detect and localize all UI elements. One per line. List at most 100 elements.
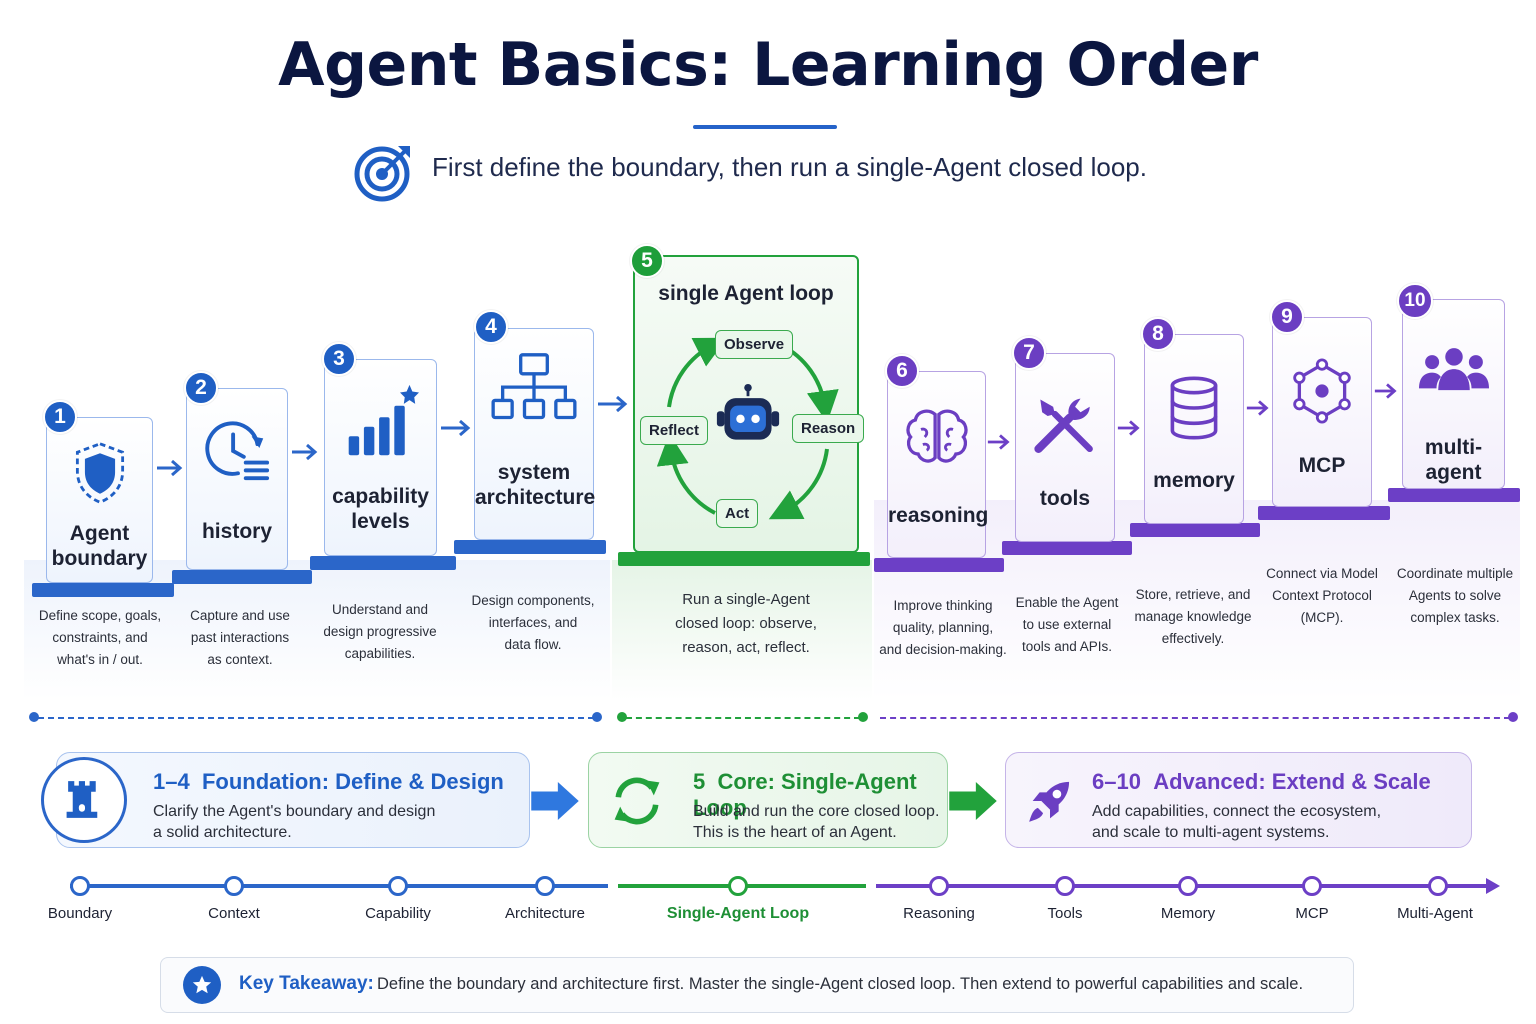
timeline-arrowhead-icon: [1486, 878, 1500, 894]
stair-step-1: [32, 583, 174, 597]
stair-step-3: [310, 556, 456, 570]
stair-step-8: [1130, 523, 1260, 537]
clock-history-icon: [205, 421, 270, 481]
step-label-3a: capability: [332, 485, 429, 508]
rocket-icon: [1029, 781, 1070, 822]
phase-advanced-text: Add capabilities, connect the ecosystem,…: [1092, 803, 1382, 841]
step-label-4b: architecture: [475, 486, 596, 509]
phase-divider-dot: [1508, 712, 1518, 722]
stairs-fade-green: [612, 560, 872, 700]
network-hub-icon: [1293, 358, 1351, 424]
timeline-label-single-agent-loop: Single-Agent Loop: [666, 905, 810, 922]
key-takeaway-box: Key Takeaway: Define the boundary and ar…: [160, 957, 1354, 1013]
stair-step-7: [1002, 541, 1132, 555]
timeline-label-multi-agent: Multi-Agent: [1397, 905, 1473, 922]
step-card-reasoning: reasoning: [887, 371, 989, 558]
timeline-node: [1302, 876, 1322, 896]
title-underline: [693, 125, 837, 129]
phase-divider-core: [626, 717, 860, 719]
phase-arrow-icon: [531, 782, 579, 820]
stair-step-4: [454, 540, 606, 554]
step-label-6: reasoning: [888, 504, 989, 527]
timeline-label-reasoning: Reasoning: [903, 905, 975, 922]
stair-step-6: [874, 558, 1004, 572]
phase-advanced-title: 6–10 Advanced: Extend & Scale: [1092, 769, 1431, 794]
subtitle: First define the boundary, then run a si…: [432, 152, 1147, 182]
database-icon: [1170, 376, 1218, 440]
arrow-right-icon: [292, 443, 318, 461]
phase-divider-advanced: [880, 717, 1510, 719]
phase-foundation: 1–4 Foundation: Define & Design Clarify …: [56, 752, 530, 848]
phase-divider-dot: [592, 712, 602, 722]
step-number-3: 3: [322, 342, 356, 376]
brain-icon: [905, 409, 968, 463]
arrow-right-icon: [441, 419, 471, 437]
arrow-right-icon: [157, 459, 183, 477]
timeline-label-architecture: Architecture: [504, 905, 586, 922]
timeline-node: [929, 876, 949, 896]
step-label-1b: boundary: [51, 547, 148, 570]
step-card-architecture: system architecture: [474, 328, 596, 540]
step-card-single-agent-loop: single Agent loop Observe Reason Act Ref…: [633, 255, 865, 553]
stair-step-10: [1388, 488, 1520, 502]
key-takeaway-label: Key Takeaway:: [239, 973, 374, 994]
arrow-right-icon: [1374, 383, 1397, 399]
timeline-label-capability: Capability: [365, 905, 431, 922]
step-number-9: 9: [1270, 300, 1304, 334]
phase-core-title: 5 Core: Single-Agent Loop: [693, 769, 917, 820]
loop-node-reflect: Reflect: [640, 416, 709, 445]
timeline-node: [1428, 876, 1448, 896]
step-label-3b: levels: [351, 510, 410, 533]
arrow-right-icon: [598, 395, 628, 413]
hierarchy-icon: [491, 353, 577, 420]
people-group-icon: [1418, 348, 1489, 391]
timeline-node: [728, 876, 748, 896]
stair-step-9: [1258, 506, 1390, 520]
castle-tower-icon: [41, 757, 127, 843]
step-card-history: history: [186, 388, 288, 570]
phase-foundation-title: 1–4 Foundation: Define & Design: [153, 769, 504, 794]
phase-arrow-icon: [949, 782, 997, 820]
key-takeaway-text: Define the boundary and architecture fir…: [377, 975, 1304, 993]
timeline-label-memory: Memory: [1160, 905, 1216, 922]
phase-divider-dot: [858, 712, 868, 722]
step-card-boundary: Agent boundary: [46, 417, 153, 583]
phase-divider-foundation: [38, 717, 594, 719]
arrow-right-icon: [1117, 420, 1140, 436]
step-card-memory: memory: [1144, 334, 1244, 524]
step-number-5: 5: [630, 244, 664, 278]
step-label-8: memory: [1153, 469, 1235, 492]
page-title: Agent Basics: Learning Order: [278, 30, 1258, 100]
shield-icon: [75, 442, 124, 504]
step-label-4a: system: [497, 461, 571, 484]
step-number-8: 8: [1141, 317, 1175, 351]
timeline-label-tools: Tools: [1047, 905, 1083, 922]
step-card-mcp: MCP: [1272, 317, 1372, 507]
stair-step-5: [618, 552, 870, 566]
step-number-2: 2: [184, 371, 218, 405]
step-card-capability: capability levels: [324, 359, 437, 556]
step-label-10: multi-agent: [1424, 436, 1483, 484]
step-label-1a: Agent: [69, 522, 130, 545]
step-number-4: 4: [474, 310, 508, 344]
step-number-6: 6: [885, 354, 919, 388]
arrow-right-icon: [1246, 400, 1269, 416]
timeline-label-boundary: Boundary: [47, 905, 113, 922]
timeline-label-context: Context: [208, 905, 260, 922]
step-card-tools: tools: [1015, 353, 1115, 542]
stair-step-2: [172, 570, 312, 584]
arrow-right-icon: [987, 434, 1010, 450]
star-icon: [183, 966, 221, 1004]
step-card-multi-agent: multi-agent: [1402, 299, 1505, 489]
phase-divider-dot: [617, 712, 627, 722]
robot-icon: [716, 383, 780, 440]
step-number-7: 7: [1012, 336, 1046, 370]
step-label-2: history: [201, 520, 272, 543]
